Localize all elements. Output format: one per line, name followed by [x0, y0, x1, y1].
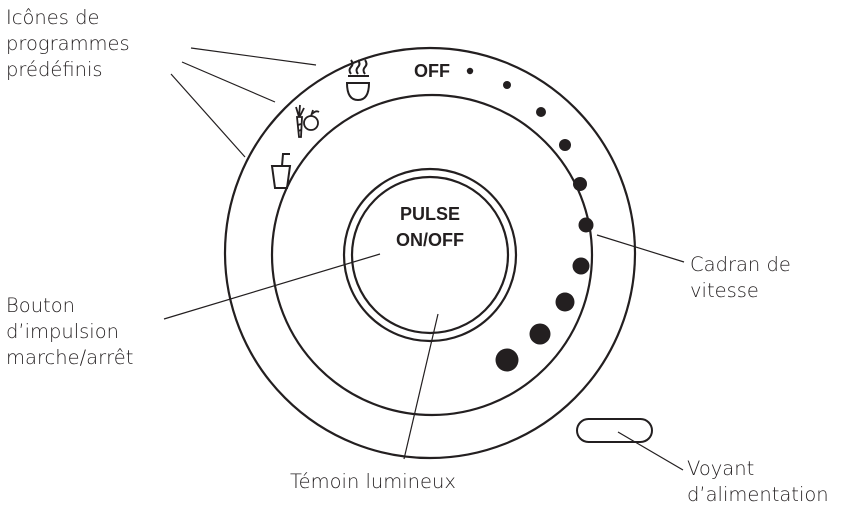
leader-pulse-button — [163, 253, 381, 320]
power-light-label-line1: Voyant — [687, 457, 755, 480]
leader-indicator-light — [403, 313, 439, 460]
speed-dot-4[interactable] — [559, 139, 571, 151]
preset-icons-label: Icônes de programmes prédéfinis — [6, 5, 130, 83]
preset-icons-label-line1: Icônes de — [6, 6, 100, 29]
speed-dots — [466, 67, 594, 372]
vegetable-fruit-icon[interactable] — [295, 104, 320, 138]
speed-dial-label-line1: Cadran de — [690, 253, 791, 276]
leader-speed-dial — [596, 234, 685, 263]
off-label: OFF — [414, 61, 450, 81]
power-light-label: Voyant d’alimentation — [687, 456, 829, 508]
speed-dot-10[interactable] — [495, 348, 519, 372]
indicator-light-ring — [342, 167, 518, 343]
speed-dot-6[interactable] — [578, 217, 594, 233]
speed-dot-3[interactable] — [536, 107, 546, 117]
smoothie-cup-icon[interactable] — [270, 153, 292, 189]
pulse-button-label-line2: d’impulsion — [6, 320, 120, 343]
pulse-label-line1: PULSE — [400, 204, 460, 224]
indicator-light-label-text: Témoin lumineux — [290, 470, 456, 493]
leader-power-light — [617, 431, 684, 471]
hot-soup-icon[interactable] — [345, 59, 371, 102]
pulse-button-label: Bouton d’impulsion marche/arrêt — [6, 293, 133, 371]
speed-dot-1[interactable] — [466, 67, 474, 75]
leader-preset-2 — [181, 61, 276, 103]
leader-preset-3 — [170, 73, 246, 158]
leader-preset-1 — [190, 47, 317, 66]
preset-icons-label-line2: programmes — [6, 32, 130, 55]
power-indicator-light — [576, 418, 653, 443]
speed-dot-8[interactable] — [555, 292, 575, 312]
speed-dot-5[interactable] — [573, 177, 587, 191]
pulse-label-line2: ON/OFF — [396, 230, 464, 250]
pulse-button-label-line3: marche/arrêt — [6, 346, 134, 369]
outer-dial-ring — [223, 46, 637, 460]
pulse-button-label-line1: Bouton — [6, 294, 75, 317]
speed-dot-9[interactable] — [529, 323, 551, 345]
speed-dot-2[interactable] — [503, 81, 511, 89]
speed-dial-label: Cadran de vitesse — [690, 252, 791, 304]
power-light-label-line2: d’alimentation — [687, 483, 829, 506]
indicator-light-label: Témoin lumineux — [290, 469, 456, 495]
pulse-button[interactable] — [350, 175, 510, 335]
speed-dial-label-line2: vitesse — [690, 279, 759, 302]
speed-dial-ring — [270, 93, 594, 417]
preset-icons-label-line3: prédéfinis — [6, 58, 103, 81]
speed-dot-7[interactable] — [572, 257, 590, 275]
leader-lines — [163, 47, 685, 471]
